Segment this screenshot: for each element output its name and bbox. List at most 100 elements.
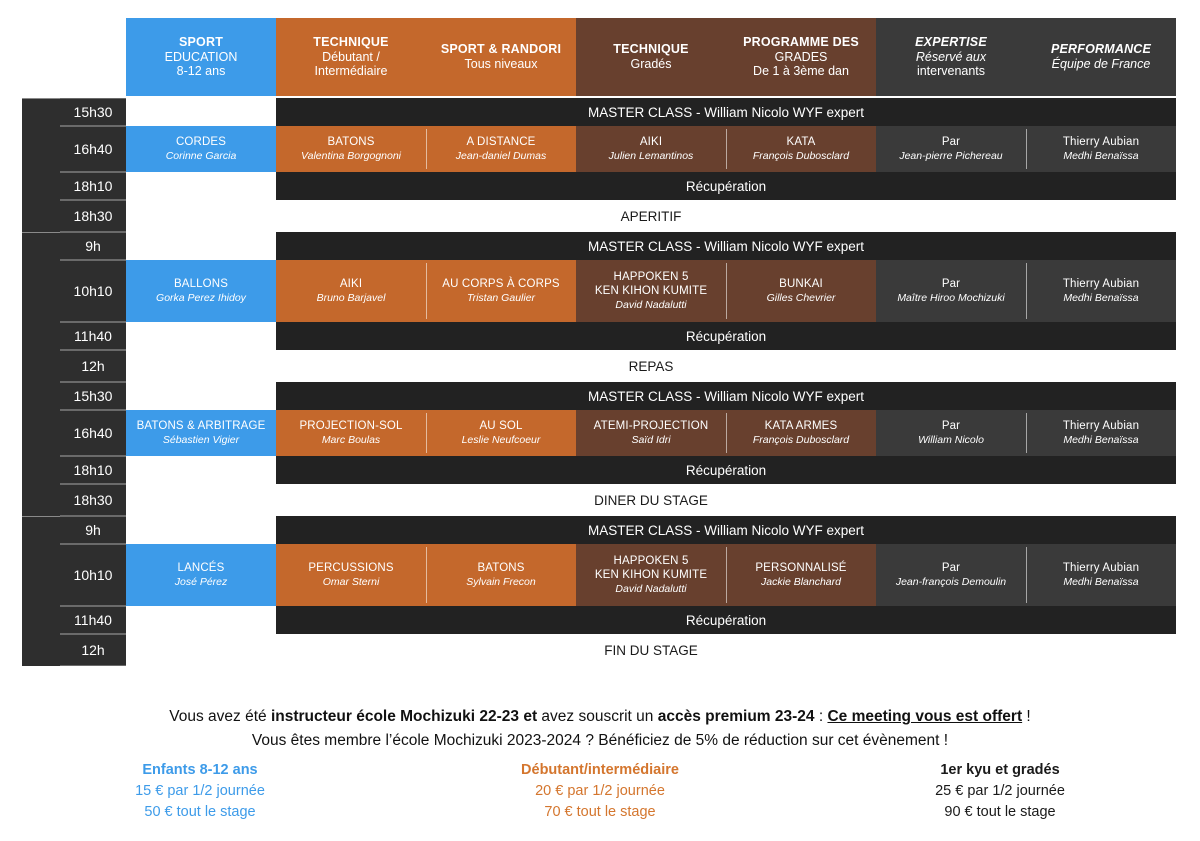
cell-divider <box>426 263 427 319</box>
time-label-4: 9h <box>60 232 126 260</box>
session-instructor: Medhi Benaïssa <box>1063 291 1139 304</box>
session-instructor: Gilles Chevrier <box>766 291 836 304</box>
recuperation-banner: Récupération <box>276 456 1176 484</box>
footer-l1-d: accès premium 23-24 <box>657 708 815 725</box>
column-header-text: EXPERTISE <box>915 34 987 49</box>
column-header-text: Tous niveaux <box>464 57 538 71</box>
column-header-text: TECHNIQUE <box>613 42 689 57</box>
time-label-2: 18h10 <box>60 172 126 200</box>
session-instructor: Julien Lemantinos <box>608 149 694 162</box>
session-title: KATA <box>786 136 816 149</box>
column-header-text: De 1 à 3ème dan <box>753 64 849 79</box>
footer-l1-b: instructeur école Mochizuki 22-23 et <box>270 708 538 725</box>
session-instructor: Maître Hiroo Mochizuki <box>897 291 1005 304</box>
empty-cell <box>126 516 276 544</box>
time-label-0: 15h30 <box>60 98 126 126</box>
break-banner-fin: FIN DU STAGE <box>126 634 1176 666</box>
session-instructor: Jackie Blanchard <box>761 575 841 588</box>
session-title: KEN KIHON KUMITE <box>594 569 708 582</box>
time-label-6: 11h40 <box>60 322 126 350</box>
session-instructor: Valentina Borgognoni <box>300 149 402 162</box>
day-group-marker-1 <box>22 232 60 516</box>
session-title: Par <box>941 278 961 291</box>
price-half: 25 € par 1/2 journée <box>935 783 1065 800</box>
session-instructor: Medhi Benaïssa <box>1063 149 1139 162</box>
cell-divider <box>726 413 727 453</box>
master-class-banner: MASTER CLASS - William Nicolo WYF expert <box>276 98 1176 126</box>
session-instructor: David Nadalutti <box>615 582 687 595</box>
time-label-7: 12h <box>60 350 126 382</box>
session-instructor: Corinne Garcia <box>165 149 237 162</box>
session-title: LANCÉS <box>177 562 225 575</box>
empty-cell <box>126 606 276 634</box>
master-class-banner: MASTER CLASS - William Nicolo WYF expert <box>276 516 1176 544</box>
session-instructor: Gorka Perez Ihidoy <box>156 291 246 304</box>
cell-divider <box>426 547 427 603</box>
cell-divider <box>1026 413 1027 453</box>
footer-l1-g: ! <box>1022 708 1031 725</box>
cell-divider <box>426 129 427 169</box>
cell-divider <box>426 413 427 453</box>
price-title: 1er kyu et gradés <box>940 762 1060 778</box>
price-full: 70 € tout le stage <box>544 804 656 821</box>
session-instructor: Medhi Benaïssa <box>1063 575 1139 588</box>
column-header-text: PERFORMANCE <box>1050 42 1152 57</box>
session-instructor: Medhi Benaïssa <box>1063 433 1139 446</box>
column-header-text: SPORT <box>178 34 224 49</box>
session-title: Thierry Aubian <box>1062 420 1140 433</box>
column-header-text: PROGRAMME DES <box>743 34 859 49</box>
column-header-text: Équipe de France <box>1051 57 1151 71</box>
price-half: 15 € par 1/2 journée <box>135 783 265 800</box>
cell-divider <box>1026 129 1027 169</box>
cell-divider <box>1026 263 1027 319</box>
time-label-5: 10h10 <box>60 260 126 322</box>
time-label-3: 18h30 <box>60 200 126 232</box>
recuperation-banner: Récupération <box>276 172 1176 200</box>
session-title: BATONS & ARBITRAGE <box>136 420 266 433</box>
session-title: Thierry Aubian <box>1062 562 1140 575</box>
session-title: KATA ARMES <box>764 420 838 433</box>
cell-divider <box>726 129 727 169</box>
session-instructor: François Dubosclard <box>752 433 850 446</box>
session-title: Thierry Aubian <box>1062 278 1140 291</box>
session-instructor: Marc Boulas <box>321 433 381 446</box>
recuperation-banner: Récupération <box>276 606 1176 634</box>
session-instructor: Bruno Barjavel <box>316 291 386 304</box>
column-header-text: EDUCATION <box>164 49 238 64</box>
session-title: HAPPOKEN 5 <box>613 271 689 284</box>
empty-cell <box>126 98 276 126</box>
price-half: 20 € par 1/2 journée <box>535 783 665 800</box>
price-full: 50 € tout le stage <box>144 804 256 821</box>
session-title: Thierry Aubian <box>1062 136 1140 149</box>
column-header-text: Débutant / <box>322 49 380 64</box>
time-label-8: 15h30 <box>60 382 126 410</box>
column-header-text: SPORT & RANDORI <box>440 42 562 57</box>
column-header-text: Réservé aux <box>915 49 987 64</box>
empty-cell <box>126 172 276 200</box>
session-instructor: Leslie Neufcoeur <box>461 433 541 446</box>
break-banner-diner: DINER DU STAGE <box>126 484 1176 516</box>
empty-cell <box>126 382 276 410</box>
